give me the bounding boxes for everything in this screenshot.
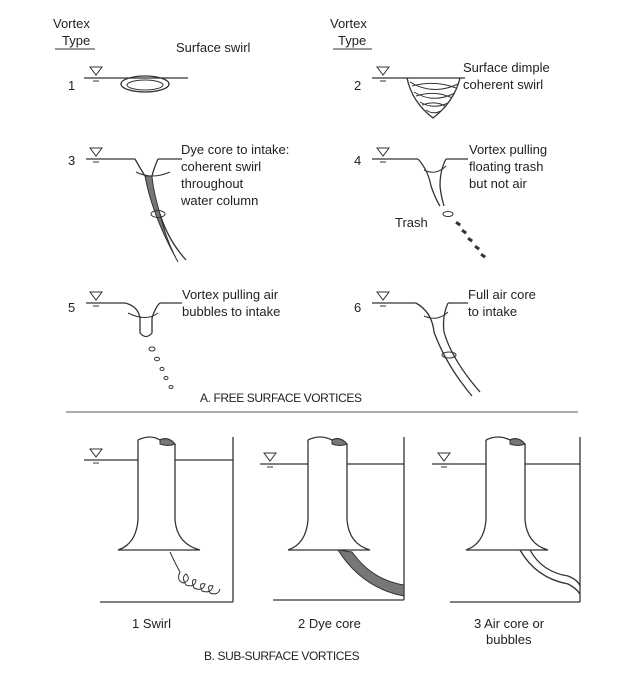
type-description-line2: bubbles to intake	[182, 304, 280, 319]
sub-caption-line2: bubbles	[486, 632, 532, 647]
trash-label: Trash	[395, 215, 428, 230]
type-description-line2: coherent swirl	[181, 159, 261, 174]
header-left-line1: Vortex	[53, 16, 90, 31]
header-right-line2: Type	[338, 33, 366, 48]
swirl-coil	[169, 551, 221, 595]
dye-core	[144, 175, 179, 263]
air-core	[415, 302, 481, 397]
sub-surface-air-core: 3 Air core or bubbles	[432, 436, 581, 647]
type-description-line1: Dye core to intake:	[181, 142, 289, 157]
water-level-icon	[89, 448, 103, 464]
intake-pipe	[465, 440, 549, 551]
dye-core	[336, 549, 405, 597]
swirl-coil	[409, 81, 459, 114]
water-level-icon	[376, 147, 390, 163]
sub-caption: 1 Swirl	[132, 616, 171, 631]
sub-surface-caption: B. SUB-SURFACE VORTICES	[204, 649, 360, 663]
type-description-line1: Vortex pulling	[469, 142, 547, 157]
vortex-type-3: 3 Dye core to intake: coherent swirl thr…	[68, 142, 289, 263]
type-description-line1: Vortex pulling air	[182, 287, 279, 302]
type-description-line1: Surface dimple	[463, 60, 550, 75]
trash-particles	[442, 211, 487, 259]
type-number: 4	[354, 153, 361, 168]
air-bubbles	[148, 346, 174, 389]
header-left-line2: Type	[62, 33, 90, 48]
type-number: 2	[354, 78, 361, 93]
water-level-icon	[89, 147, 103, 163]
water-level-icon	[89, 291, 103, 307]
type-description-line1: Full air core	[468, 287, 536, 302]
water-level-icon	[89, 66, 103, 82]
type-description-line2: to intake	[468, 304, 517, 319]
type-description-line2: floating trash	[469, 159, 543, 174]
type-number: 6	[354, 300, 361, 315]
vortex-type-5: 5 Vortex pulling air bubbles to intake	[68, 287, 280, 389]
vortex-type-1: 1 Surface swirl	[68, 40, 251, 93]
type-description-line4: water column	[180, 193, 258, 208]
dimple-shape	[406, 77, 461, 119]
intake-pipe	[117, 440, 201, 551]
type-number: 3	[68, 153, 75, 168]
sub-caption-line1: 3 Air core or	[474, 616, 545, 631]
sub-surface-dye-core: 2 Dye core	[260, 436, 405, 631]
header-left: Vortex Type	[53, 16, 95, 50]
type-description-line2: coherent swirl	[463, 77, 543, 92]
type-description-line3: throughout	[181, 176, 244, 191]
type-description: Surface swirl	[176, 40, 251, 55]
water-level-icon	[263, 452, 277, 468]
swirl-shape	[120, 75, 170, 93]
vortex-type-4: 4 Vortex pulling floating trash but not …	[354, 142, 547, 259]
water-level-icon	[376, 66, 390, 82]
water-level-icon	[376, 291, 390, 307]
vortex-type-2: 2 Surface dimple coherent swirl	[354, 60, 550, 119]
header-right-line1: Vortex	[330, 16, 367, 31]
free-surface-caption: A. FREE SURFACE VORTICES	[200, 391, 362, 405]
sub-surface-swirl: 1 Swirl	[84, 436, 234, 631]
water-level-icon	[437, 452, 451, 468]
type-number: 1	[68, 78, 75, 93]
type-number: 5	[68, 300, 75, 315]
sub-caption: 2 Dye core	[298, 616, 361, 631]
type-description-line3: but not air	[469, 176, 527, 191]
header-right: Vortex Type	[330, 16, 372, 50]
air-core	[519, 549, 581, 595]
vortex-type-6: 6 Full air core to intake	[354, 287, 536, 397]
intake-pipe	[287, 440, 371, 551]
